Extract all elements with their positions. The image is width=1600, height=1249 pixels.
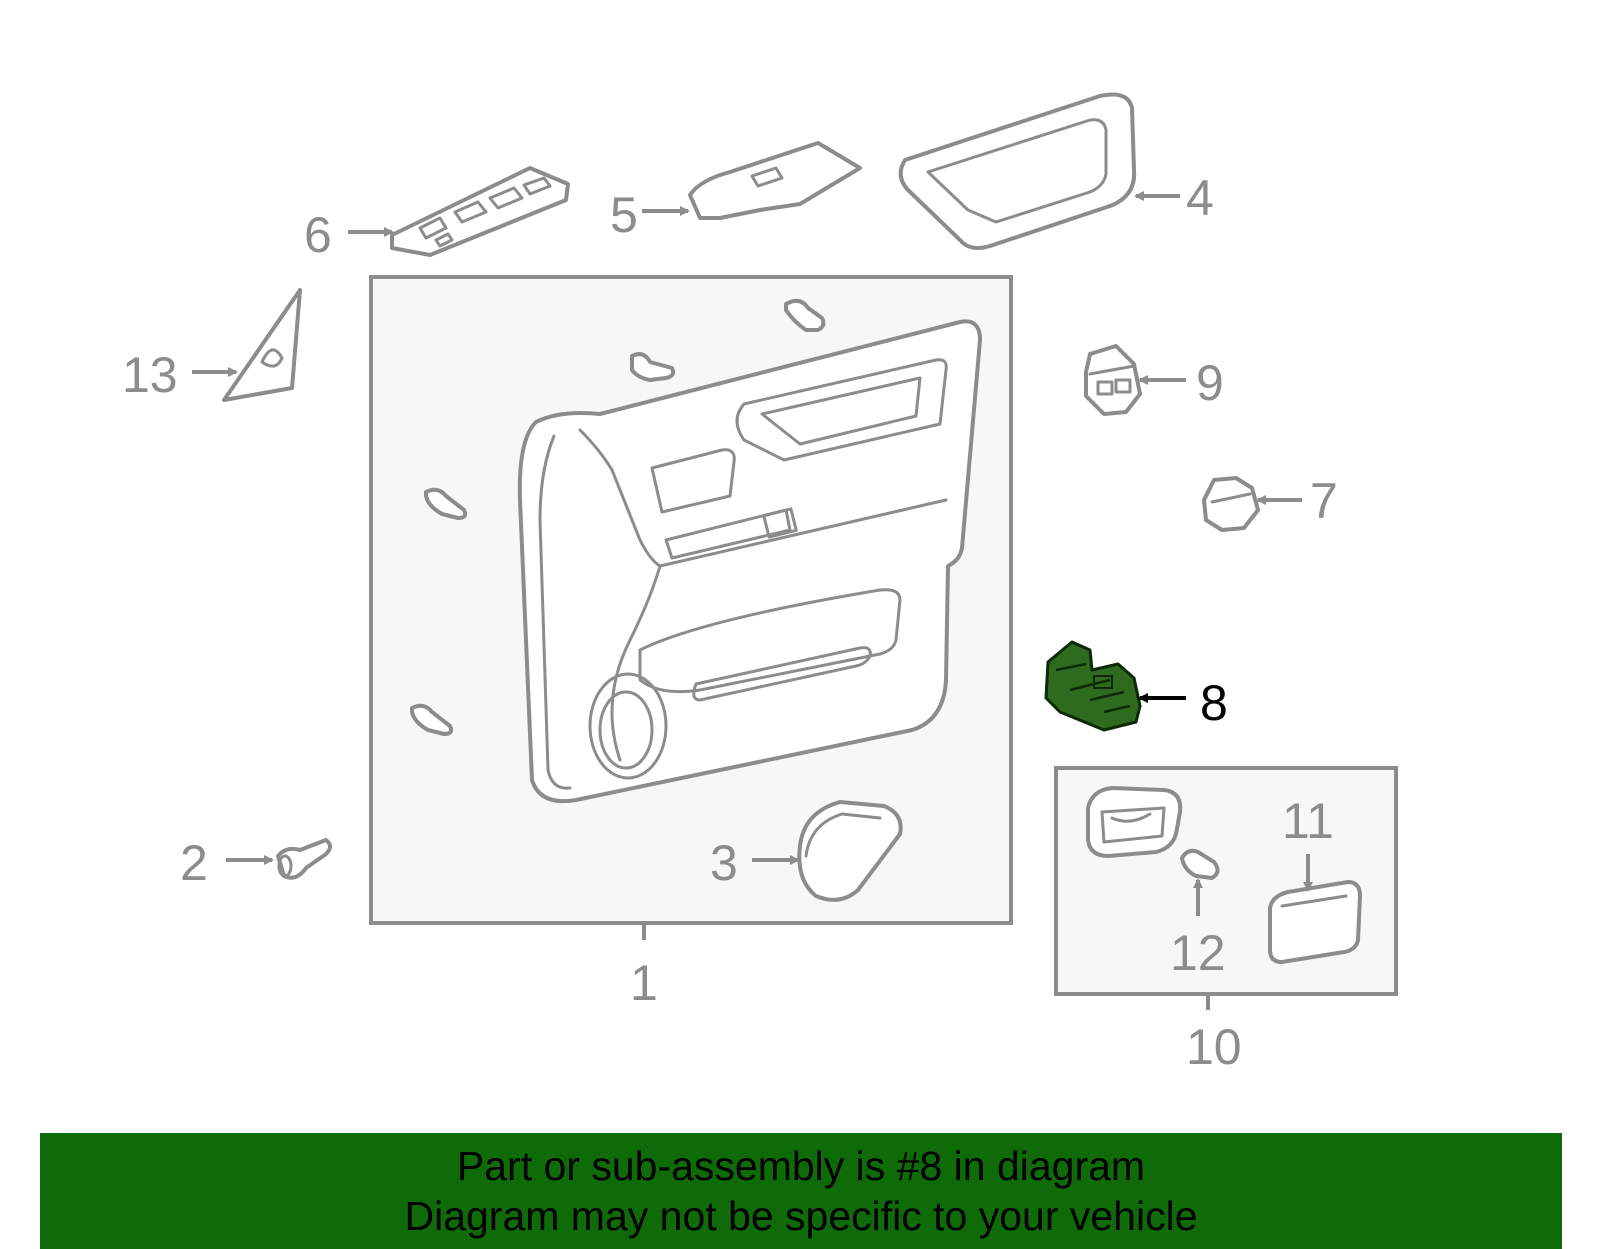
callout-11[interactable]: 11 (1282, 793, 1334, 892)
callout-10[interactable]: 10 (1186, 994, 1242, 1075)
banner-line-2: Diagram may not be specific to your vehi… (404, 1193, 1198, 1239)
callout-7[interactable]: 7 (1256, 473, 1338, 529)
svg-text:10: 10 (1186, 1019, 1242, 1075)
clip-top-left (630, 352, 676, 382)
part-1-door-trim-panel[interactable] (369, 275, 1013, 925)
part-6-master-switch[interactable] (390, 166, 570, 257)
parts-diagram: 6 5 4 13 (122, 92, 1398, 1075)
callout-6[interactable]: 6 (304, 207, 394, 263)
callout-4[interactable]: 4 (1134, 170, 1214, 226)
callout-12[interactable]: 12 (1170, 878, 1226, 981)
part-2-screw[interactable] (276, 838, 332, 880)
part-7-switch[interactable] (1202, 476, 1260, 532)
part-13-corner-cover[interactable] (222, 288, 302, 402)
svg-text:2: 2 (180, 835, 208, 891)
callout-13[interactable]: 13 (122, 347, 238, 403)
callout-9[interactable]: 9 (1138, 355, 1224, 411)
svg-text:3: 3 (710, 835, 738, 891)
part-9-switch[interactable] (1084, 344, 1142, 416)
svg-text:1: 1 (630, 955, 658, 1011)
part-12-clip[interactable] (1180, 848, 1220, 880)
svg-text:9: 9 (1196, 355, 1224, 411)
part-5-switch-bezel[interactable] (688, 141, 862, 220)
part-10-handle-assembly[interactable] (1054, 766, 1398, 996)
callout-8[interactable]: 8 (1138, 675, 1228, 731)
info-banner: Part or sub-assembly is #8 in diagram Di… (40, 1133, 1562, 1249)
callout-5[interactable]: 5 (610, 187, 690, 243)
part-11-cover-plate[interactable] (1268, 880, 1362, 964)
svg-text:12: 12 (1170, 925, 1226, 981)
svg-text:13: 13 (122, 347, 178, 403)
banner-line-1: Part or sub-assembly is #8 in diagram (456, 1143, 1146, 1189)
clip-low-left (410, 703, 454, 736)
clip-top-right (784, 298, 826, 332)
handle-housing (1086, 786, 1183, 858)
part-8-window-switch-highlighted[interactable] (1044, 640, 1142, 732)
svg-text:7: 7 (1310, 473, 1338, 529)
callout-2[interactable]: 2 (180, 835, 274, 891)
callout-3[interactable]: 3 (710, 835, 800, 891)
part-3-cover[interactable] (797, 800, 903, 902)
svg-text:11: 11 (1282, 793, 1334, 849)
clip-mid-left (424, 487, 468, 520)
part-4-armrest-trim[interactable] (898, 92, 1137, 250)
svg-text:6: 6 (304, 207, 332, 263)
svg-text:5: 5 (610, 187, 638, 243)
callout-1[interactable]: 1 (630, 923, 658, 1011)
svg-text:4: 4 (1186, 170, 1214, 226)
svg-text:8: 8 (1200, 675, 1228, 731)
